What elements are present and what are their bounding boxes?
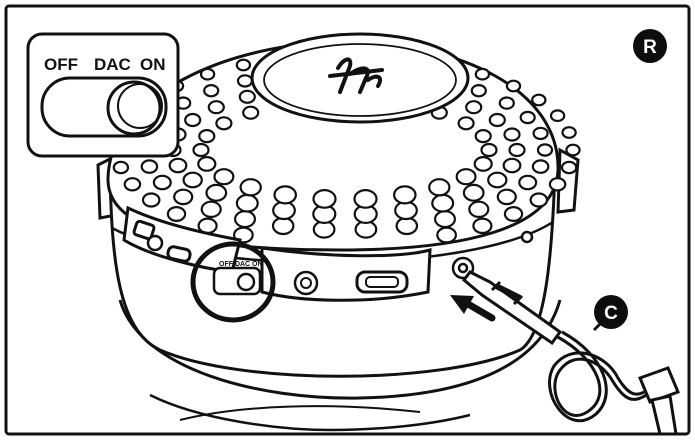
grille-hole <box>242 105 260 120</box>
grille-hole <box>531 93 547 107</box>
grille-hole <box>236 74 254 88</box>
grille-hole <box>184 112 202 128</box>
grille-hole <box>487 171 508 189</box>
grille-hole <box>488 112 506 128</box>
side-badge: R <box>633 29 667 63</box>
grille-hole <box>474 129 492 144</box>
grille-hole <box>207 100 225 115</box>
grille-hole <box>123 177 142 192</box>
switch-label-on: ON <box>140 55 166 74</box>
grille-hole <box>532 126 549 141</box>
control-panel <box>122 205 432 302</box>
switch-label-off: OFF <box>44 55 78 74</box>
grille-hole <box>531 159 550 174</box>
grille-hole <box>455 168 477 186</box>
grille-hole <box>498 96 515 110</box>
grille-hole <box>431 193 455 213</box>
grille-hole <box>197 155 217 172</box>
grille-hole <box>312 188 337 209</box>
grille-hole <box>536 143 554 157</box>
switch-highlight-ring <box>190 241 276 323</box>
cable-right-angle-plug <box>638 366 680 436</box>
grille-hole <box>152 174 172 191</box>
grille-hole <box>182 171 203 189</box>
grille-hole <box>503 206 524 223</box>
audio-plug <box>461 270 563 346</box>
brand-logo-icon <box>328 57 384 94</box>
grille-hole <box>141 192 161 208</box>
dac-switch-on-body: OFF DAC ON <box>212 261 263 296</box>
body-switch-marking: OFF DAC ON <box>219 261 263 268</box>
grille-hole <box>473 155 493 172</box>
grille-hole <box>140 159 159 174</box>
grille-hole <box>549 109 566 123</box>
grille-hole <box>353 188 378 209</box>
grille-hole <box>199 67 216 81</box>
grille-hole <box>112 160 130 175</box>
grille-hole <box>200 200 222 218</box>
grille-hole <box>472 217 493 235</box>
grille-hole <box>235 193 259 213</box>
grille-hole <box>474 67 491 81</box>
grille-hole <box>496 188 517 206</box>
grille-hole <box>168 157 188 174</box>
grille-hole <box>502 157 522 174</box>
grille-hole <box>238 89 256 104</box>
grille-hole <box>548 177 567 192</box>
grille-hole <box>198 129 216 144</box>
grille-hole <box>235 58 252 72</box>
grille-dome <box>106 32 581 252</box>
grille-hole <box>480 142 498 158</box>
grille-hole <box>213 168 235 186</box>
grille-hole <box>192 142 210 158</box>
grille-hole <box>234 210 257 229</box>
grille-hole <box>271 216 295 236</box>
grille-hole <box>565 143 581 157</box>
grille-hole <box>166 206 187 223</box>
audio-cable <box>548 330 663 423</box>
switch-callout: OFF DAC ON <box>26 32 180 158</box>
grille-hole <box>173 188 194 206</box>
insert-arrow-icon <box>450 295 496 322</box>
grille-hole <box>503 127 521 142</box>
grille-hole <box>239 178 262 197</box>
grille-hole <box>434 210 457 229</box>
cable-badge-label: C <box>604 303 618 324</box>
grille-hole <box>465 100 483 115</box>
grille-hole <box>436 226 458 244</box>
grille-hole <box>560 160 578 175</box>
grille-hole <box>462 183 485 202</box>
grille-hole <box>561 126 577 139</box>
grille-hole <box>395 216 419 236</box>
grille-hole <box>468 200 490 218</box>
grille-hole <box>273 185 297 205</box>
cable-badge: C <box>594 295 628 329</box>
indicator-led <box>520 230 534 244</box>
grille-hole <box>205 183 228 202</box>
grille-hole <box>470 83 487 98</box>
grille-hole <box>519 110 536 125</box>
grille-hole <box>505 79 522 93</box>
grille-hole <box>392 185 417 205</box>
grille-hole <box>508 142 526 158</box>
grille-hole <box>203 83 220 98</box>
grille-hole <box>518 174 538 191</box>
grille-hole <box>428 178 451 197</box>
grille-hole <box>457 116 475 131</box>
switch-label-dac: DAC <box>94 55 131 74</box>
grille-hole <box>215 116 233 131</box>
grille-hole <box>529 192 549 208</box>
side-badge-label: R <box>643 37 657 58</box>
